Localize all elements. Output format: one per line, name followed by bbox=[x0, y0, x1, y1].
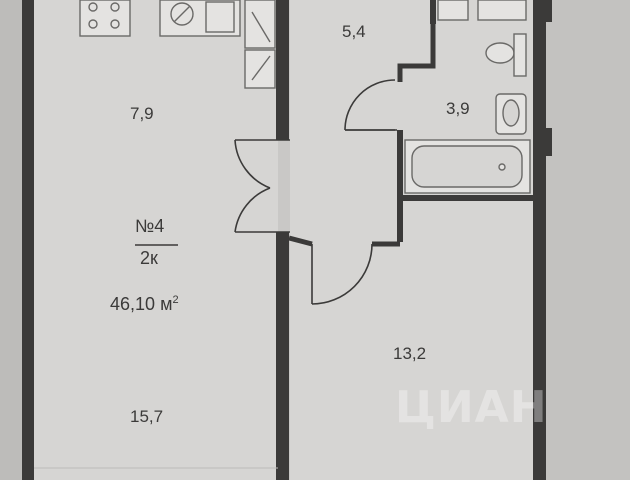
bedroom-door bbox=[311, 243, 373, 305]
wall-bath-bedroom bbox=[397, 195, 537, 201]
wall-hall-bath-top bbox=[430, 0, 436, 24]
total-area-unit: м bbox=[160, 294, 173, 314]
bedroom-floor bbox=[290, 200, 538, 480]
bathroom-fixtures bbox=[404, 0, 531, 194]
wall-right-notch-top bbox=[546, 0, 552, 22]
hall-area-label: 5,4 bbox=[342, 22, 366, 41]
sink bbox=[205, 1, 235, 33]
wall-kitchen-hall bbox=[276, 0, 289, 140]
stove-burner-icon bbox=[88, 2, 98, 12]
wall-hall-bath-step bbox=[397, 24, 436, 82]
outer-area-right bbox=[545, 0, 630, 480]
wall-living-bedroom bbox=[276, 232, 289, 480]
living-kitchen-floor bbox=[34, 0, 278, 480]
stove-burner-icon bbox=[110, 2, 120, 12]
kitchen-door bbox=[234, 139, 290, 189]
doors bbox=[234, 79, 397, 305]
total-area: 46,10 м2 bbox=[110, 294, 179, 315]
wall-stub-bedroom-door bbox=[288, 235, 313, 247]
washer-box bbox=[437, 0, 469, 21]
total-area-value: 46,10 bbox=[110, 294, 156, 314]
apartment-number: №4 bbox=[135, 216, 165, 236]
shelf bbox=[477, 0, 527, 21]
washbasin-bowl bbox=[502, 99, 520, 127]
living-area-label: 15,7 bbox=[130, 407, 164, 426]
outer-wall-area-left bbox=[0, 0, 22, 480]
kitchen-area-label: 7,9 bbox=[130, 104, 154, 123]
bathroom-area-label: 3,9 bbox=[446, 99, 470, 118]
living-door bbox=[234, 187, 290, 233]
toilet-tank bbox=[513, 33, 527, 77]
cabinet-mark bbox=[251, 11, 271, 43]
stove-burner-icon bbox=[110, 19, 120, 29]
stove bbox=[79, 0, 131, 37]
total-area-unit-sup: 2 bbox=[172, 294, 179, 306]
cabinet-lower-mark bbox=[251, 55, 271, 81]
wall-right-notch-mid bbox=[546, 128, 552, 156]
stove-burner-icon bbox=[88, 19, 98, 29]
watermark-logo: ЦИАН bbox=[395, 382, 548, 433]
bathtub-inner bbox=[411, 145, 523, 188]
wall-right bbox=[533, 0, 546, 480]
bathtub-drain bbox=[498, 163, 506, 171]
apartment-rooms: 2к bbox=[140, 248, 158, 268]
kitchen-fixtures bbox=[79, 0, 276, 89]
bedroom-area-label: 13,2 bbox=[393, 344, 427, 363]
wall-left bbox=[22, 0, 34, 480]
toilet-icon bbox=[485, 42, 515, 64]
washer-icon-slash bbox=[173, 5, 191, 23]
wall-bath-side bbox=[397, 130, 403, 242]
